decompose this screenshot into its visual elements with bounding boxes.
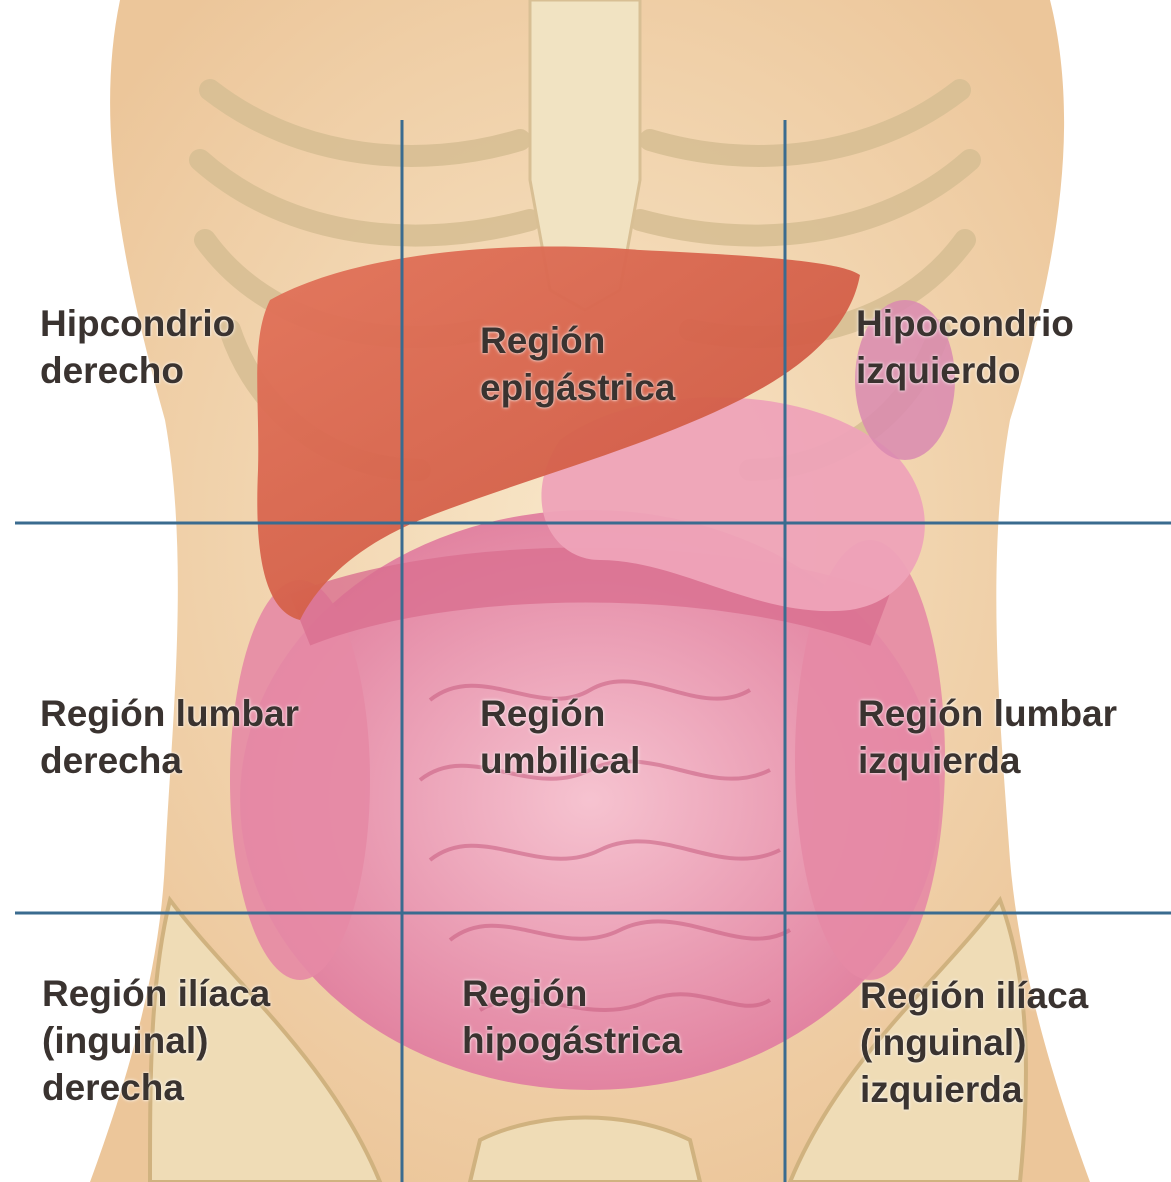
label-hypogastric: Región hipogástrica xyxy=(462,970,682,1064)
label-left-hypochondrium: Hipocondrio izquierdo xyxy=(856,300,1074,394)
label-left-iliac: Región ilíaca (inguinal) izquierda xyxy=(860,972,1088,1113)
label-left-lumbar: Región lumbar izquierda xyxy=(858,690,1117,784)
label-epigastric: Región epigástrica xyxy=(480,317,675,411)
label-right-iliac: Región ilíaca (inguinal) derecha xyxy=(42,970,270,1111)
label-right-hypochondrium: Hipcondrio derecho xyxy=(40,300,235,394)
label-right-lumbar: Región lumbar derecha xyxy=(40,690,299,784)
label-umbilical: Región umbilical xyxy=(480,690,640,784)
